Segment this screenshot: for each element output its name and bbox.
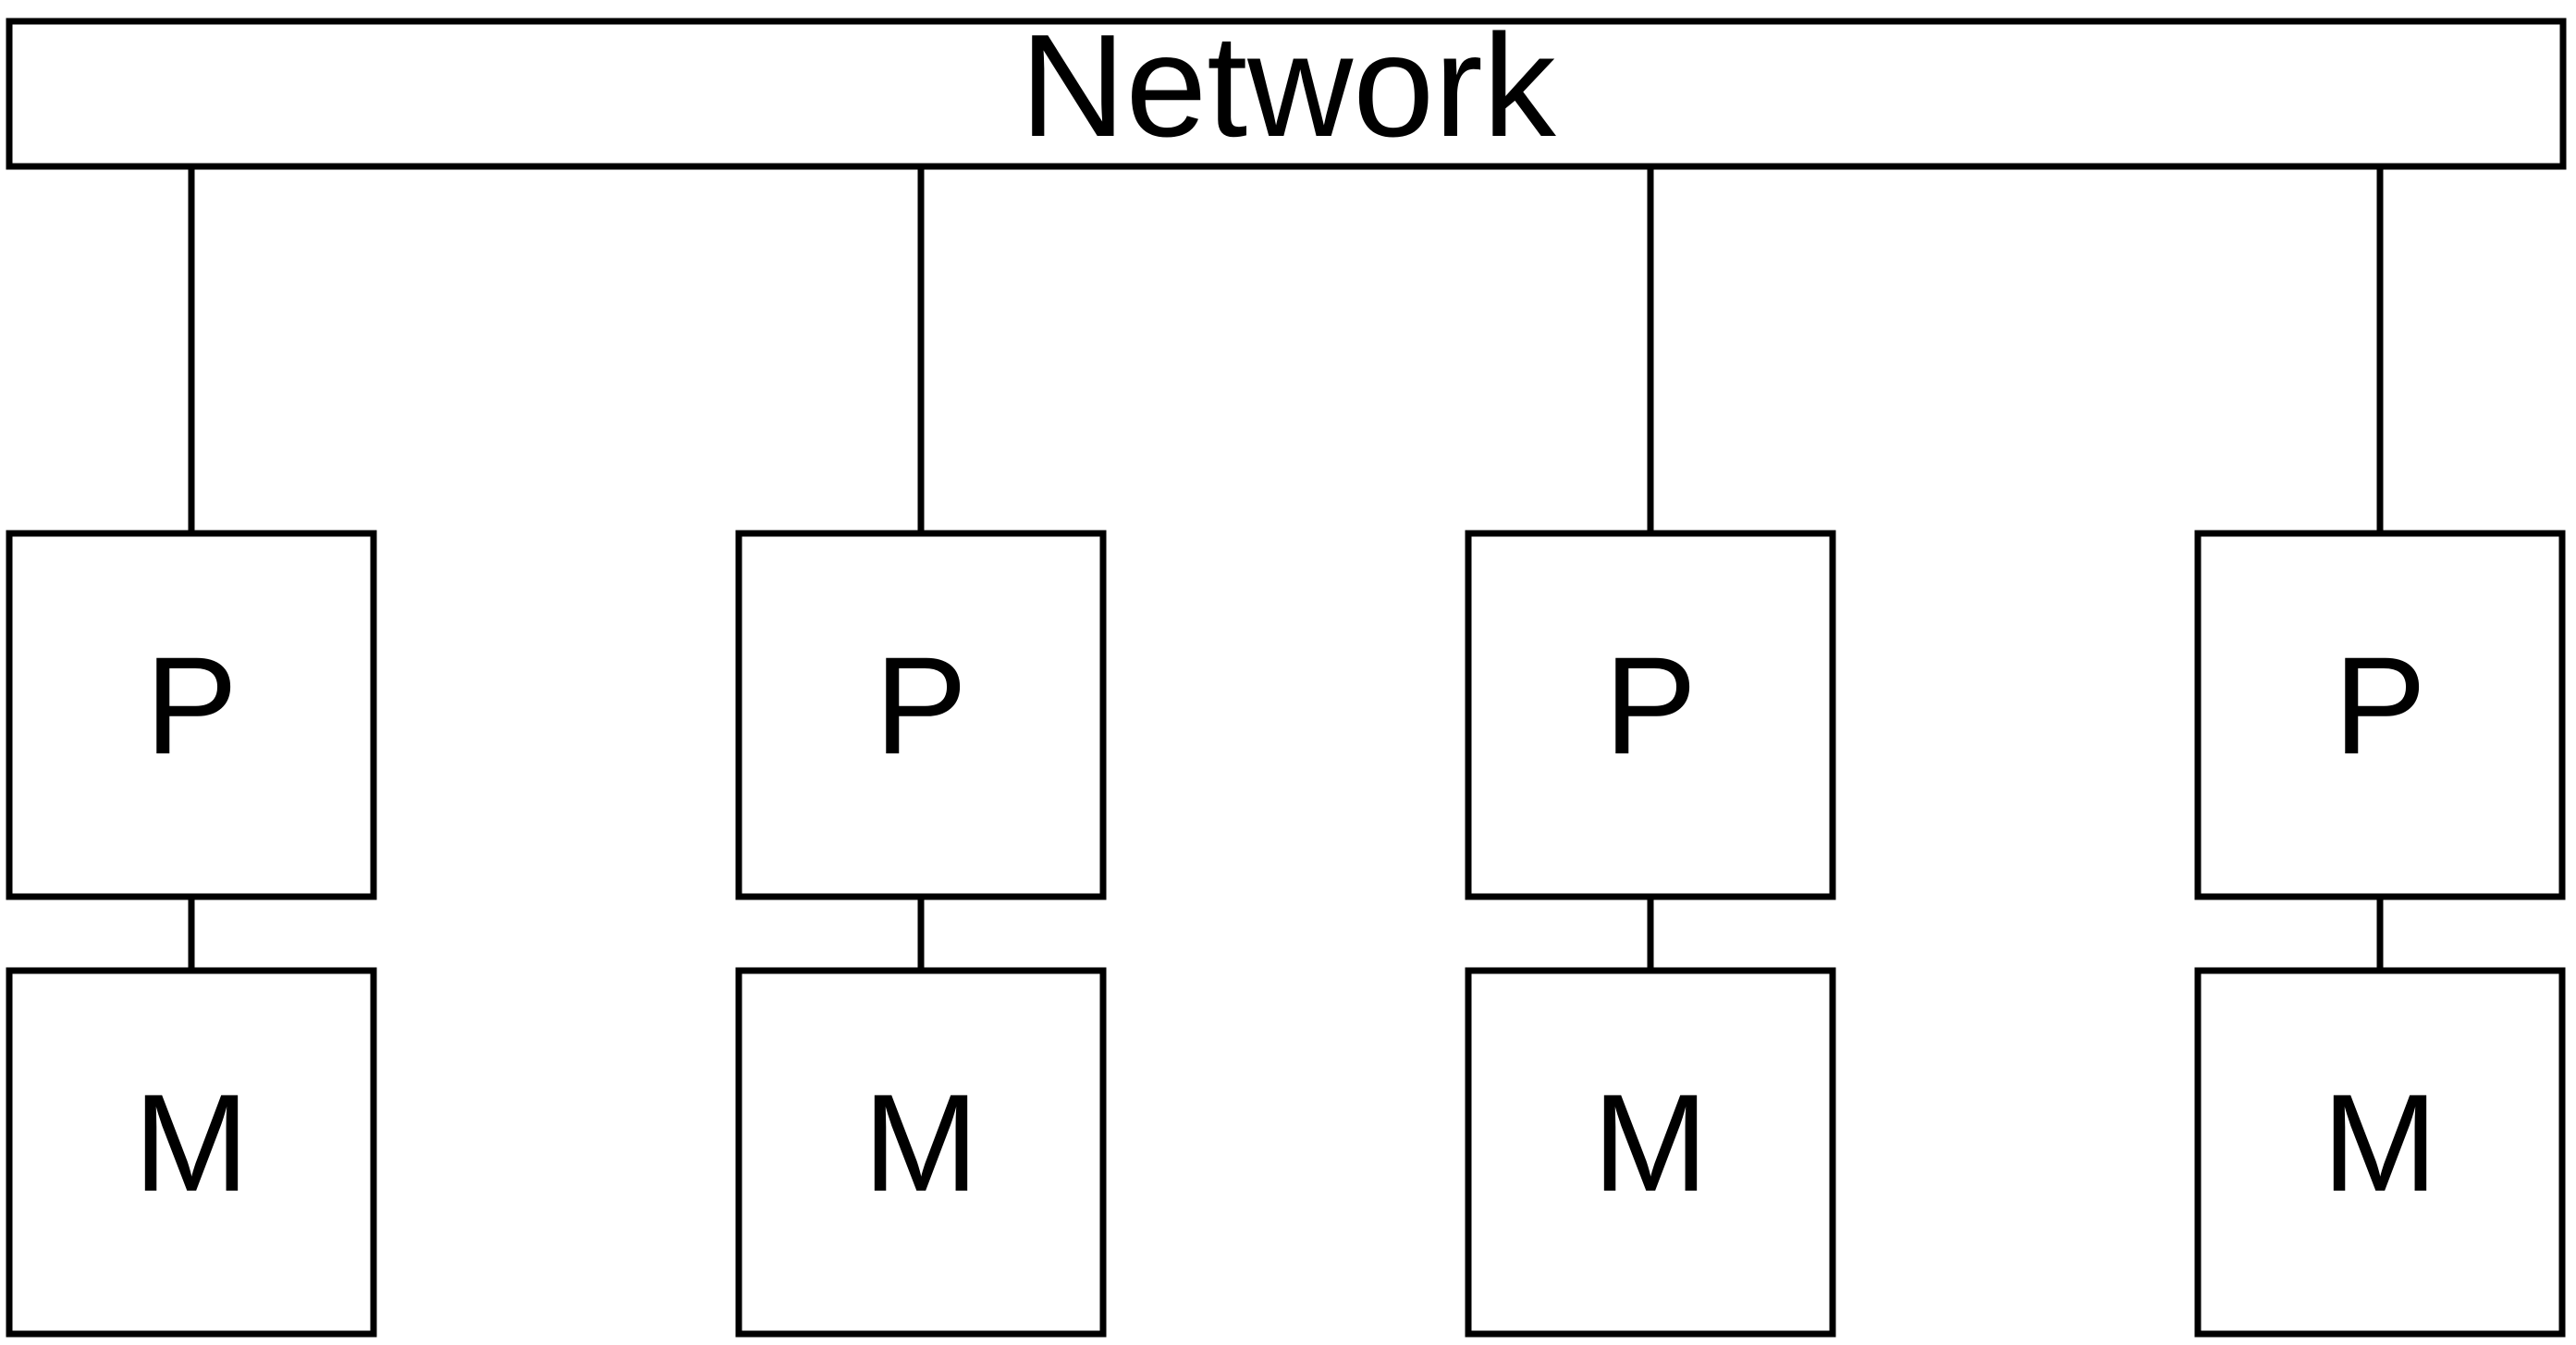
memory-label-2: M (864, 1065, 979, 1220)
memory-box-3 (1465, 967, 1836, 1338)
memory-label-3: M (1593, 1065, 1709, 1220)
network-box (6, 18, 2567, 170)
node-4: P M (2194, 166, 2566, 1338)
node-2: P M (735, 166, 1107, 1338)
processor-label-2: P (875, 628, 967, 783)
node-3: P M (1465, 166, 1836, 1338)
processor-label-4: P (2334, 628, 2426, 783)
processor-box-4 (2194, 530, 2566, 900)
processor-label-1: P (145, 628, 238, 783)
processor-label-3: P (1604, 628, 1697, 783)
network-bus: Network (6, 5, 2567, 170)
memory-box-4 (2194, 967, 2566, 1338)
memory-label-4: M (2323, 1065, 2438, 1220)
memory-label-1: M (134, 1065, 250, 1220)
processor-box-1 (6, 530, 377, 900)
network-label: Network (1020, 5, 1556, 167)
processor-box-3 (1465, 530, 1836, 900)
node-1: P M (6, 166, 377, 1338)
memory-box-2 (735, 967, 1107, 1338)
memory-box-1 (6, 967, 377, 1338)
